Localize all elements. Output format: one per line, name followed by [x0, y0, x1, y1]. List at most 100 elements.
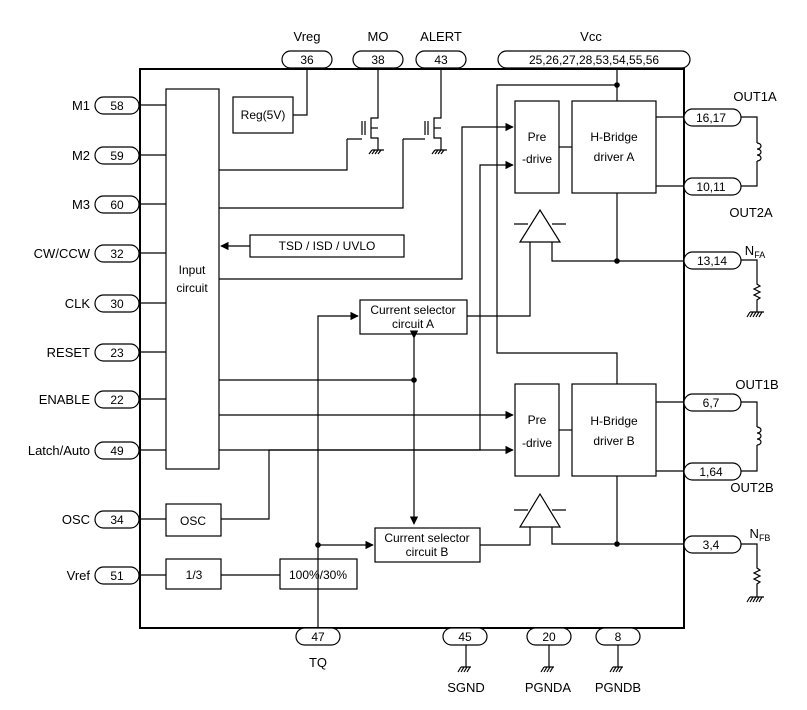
pin-nfb-number: 3,4: [703, 538, 720, 552]
current-selector-a-label-2: circuit A: [392, 317, 434, 331]
pin-pgnda: 20 PGNDA: [525, 627, 572, 695]
predrive-b-box: [514, 383, 560, 477]
pin-m2-label: M2: [72, 148, 90, 163]
pin-nfa-label: NFA: [745, 243, 765, 260]
input-circuit-block: Input circuit: [165, 88, 220, 470]
divider-label: 1/3: [186, 568, 203, 582]
pin-tq-number: 47: [311, 630, 325, 644]
pin-tq-label: TQ: [309, 655, 327, 670]
pin-out2b-label: OUT2B: [730, 480, 773, 495]
pin-clk-number: 30: [110, 297, 124, 311]
junction-dot: [411, 377, 417, 383]
pin-out1b-label: OUT1B: [735, 377, 778, 392]
pin-out1b: OUT1B 6,7: [683, 377, 779, 412]
pin-vref-label: Vref: [67, 568, 91, 583]
pin-out1a-label: OUT1A: [733, 89, 777, 104]
pin-vcc-pill: [497, 50, 691, 69]
pin-reset-number: 23: [110, 346, 124, 360]
hbridge-b-block: H-Bridge driver B: [571, 383, 657, 477]
pin-m3-number: 60: [110, 198, 124, 212]
input-circuit-box: [165, 88, 220, 470]
junction-dot: [614, 541, 620, 547]
predrive-a-label-1: Pre: [528, 130, 547, 144]
mosfet-alert-icon: [403, 68, 447, 155]
pin-pgndb-label: PGNDB: [595, 680, 641, 695]
predrive-b-label-2: -drive: [522, 436, 552, 450]
predrive-a-box: [514, 100, 560, 194]
hbridge-a-label-2: driver A: [594, 150, 635, 164]
pin-vcc-number: 25,26,27,28,53,54,55,56: [529, 53, 659, 67]
pin-enable-label: ENABLE: [39, 392, 91, 407]
pin-vcc-label: Vcc: [580, 29, 602, 44]
osc-block: OSC: [165, 503, 222, 537]
junction-dot: [614, 82, 620, 88]
pin-out2a: 10,11 OUT2A: [683, 177, 773, 220]
pin-pgnda-number: 20: [542, 630, 556, 644]
current-selector-b-box: [374, 527, 481, 563]
pin-pgndb: 8 PGNDB: [595, 627, 641, 695]
hbridge-b-box: [571, 383, 657, 477]
regulator-block: Reg(5V): [232, 96, 294, 134]
osc-label: OSC: [180, 514, 206, 528]
pin-vcc: Vcc 25,26,27,28,53,54,55,56: [497, 29, 691, 69]
current-selector-a-label-1: Current selector: [370, 303, 455, 317]
pin-alert-label: ALERT: [420, 29, 462, 44]
pin-nfa: NFA 13,14: [683, 243, 765, 270]
pin-latchauto-number: 49: [110, 444, 124, 458]
pin-out2a-number: 10,11: [696, 180, 725, 194]
comparator-a-icon: [518, 208, 562, 243]
pin-vref-number: 51: [110, 569, 124, 583]
pin-nfa-number: 13,14: [697, 254, 727, 268]
pin-out1a: OUT1A 16,17: [683, 89, 777, 127]
pin-out2b-number: 1,64: [699, 465, 723, 479]
pin-out1a-number: 16,17: [696, 111, 726, 125]
pin-sgnd-pill: [442, 627, 488, 646]
pin-nfa-label-sub: FA: [754, 250, 765, 260]
pin-nfa-label-main: N: [745, 243, 754, 258]
pin-cwccw-number: 32: [110, 247, 124, 261]
junction-dots: [315, 82, 620, 548]
junction-dot: [315, 542, 321, 548]
motor-coil-a: [741, 116, 762, 187]
signal-wires: [139, 68, 684, 628]
pin-m2-number: 59: [110, 149, 124, 163]
pin-reset-label: RESET: [47, 345, 90, 360]
pin-out2b: 1,64 OUT2B: [683, 462, 774, 495]
input-circuit-label-2: circuit: [176, 281, 208, 295]
current-selector-a-box: [359, 299, 468, 335]
sense-resistor-b: [741, 543, 764, 603]
pin-nfb-label: NFB: [750, 526, 771, 543]
motor-coil-b: [741, 401, 762, 472]
pin-enable-number: 22: [110, 393, 124, 407]
pin-vreg-number: 36: [300, 53, 314, 67]
pin-mo: MO 38: [352, 29, 404, 69]
pin-pgndb-number: 8: [615, 630, 622, 644]
pin-pgnda-label: PGNDA: [525, 680, 572, 695]
pin-tq: 47 TQ: [295, 627, 341, 670]
current-selector-b-label-2: circuit B: [406, 545, 449, 559]
protection-label: TSD / ISD / UVLO: [279, 239, 376, 253]
pin-osc-number: 34: [110, 513, 124, 527]
pin-osc-label: OSC: [62, 512, 90, 527]
protection-block: TSD / ISD / UVLO: [249, 234, 405, 258]
pin-latchauto-label: Latch/Auto: [28, 443, 90, 458]
hbridge-a-block: H-Bridge driver A: [571, 100, 657, 194]
pin-sgnd-number: 45: [458, 630, 472, 644]
comparator-b-icon: [518, 492, 562, 528]
sense-resistor-a: [741, 259, 764, 318]
pin-out2a-label: OUT2A: [729, 205, 773, 220]
pin-alert: ALERT 43: [415, 29, 467, 69]
hbridge-a-box: [571, 100, 657, 194]
pin-sgnd: 45 SGND: [442, 627, 488, 695]
regulator-label: Reg(5V): [241, 108, 286, 122]
pin-cwccw-label: CW/CCW: [34, 246, 91, 261]
pin-nfb-label-sub: FB: [759, 533, 771, 543]
pin-m3-label: M3: [72, 197, 90, 212]
current-selector-b-label-1: Current selector: [384, 531, 469, 545]
pin-m1-number: 58: [110, 99, 124, 113]
pin-mo-number: 38: [371, 53, 385, 67]
predrive-a-label-2: -drive: [522, 152, 552, 166]
hbridge-a-label-1: H-Bridge: [590, 130, 638, 144]
pin-m1-label: M1: [72, 98, 90, 113]
